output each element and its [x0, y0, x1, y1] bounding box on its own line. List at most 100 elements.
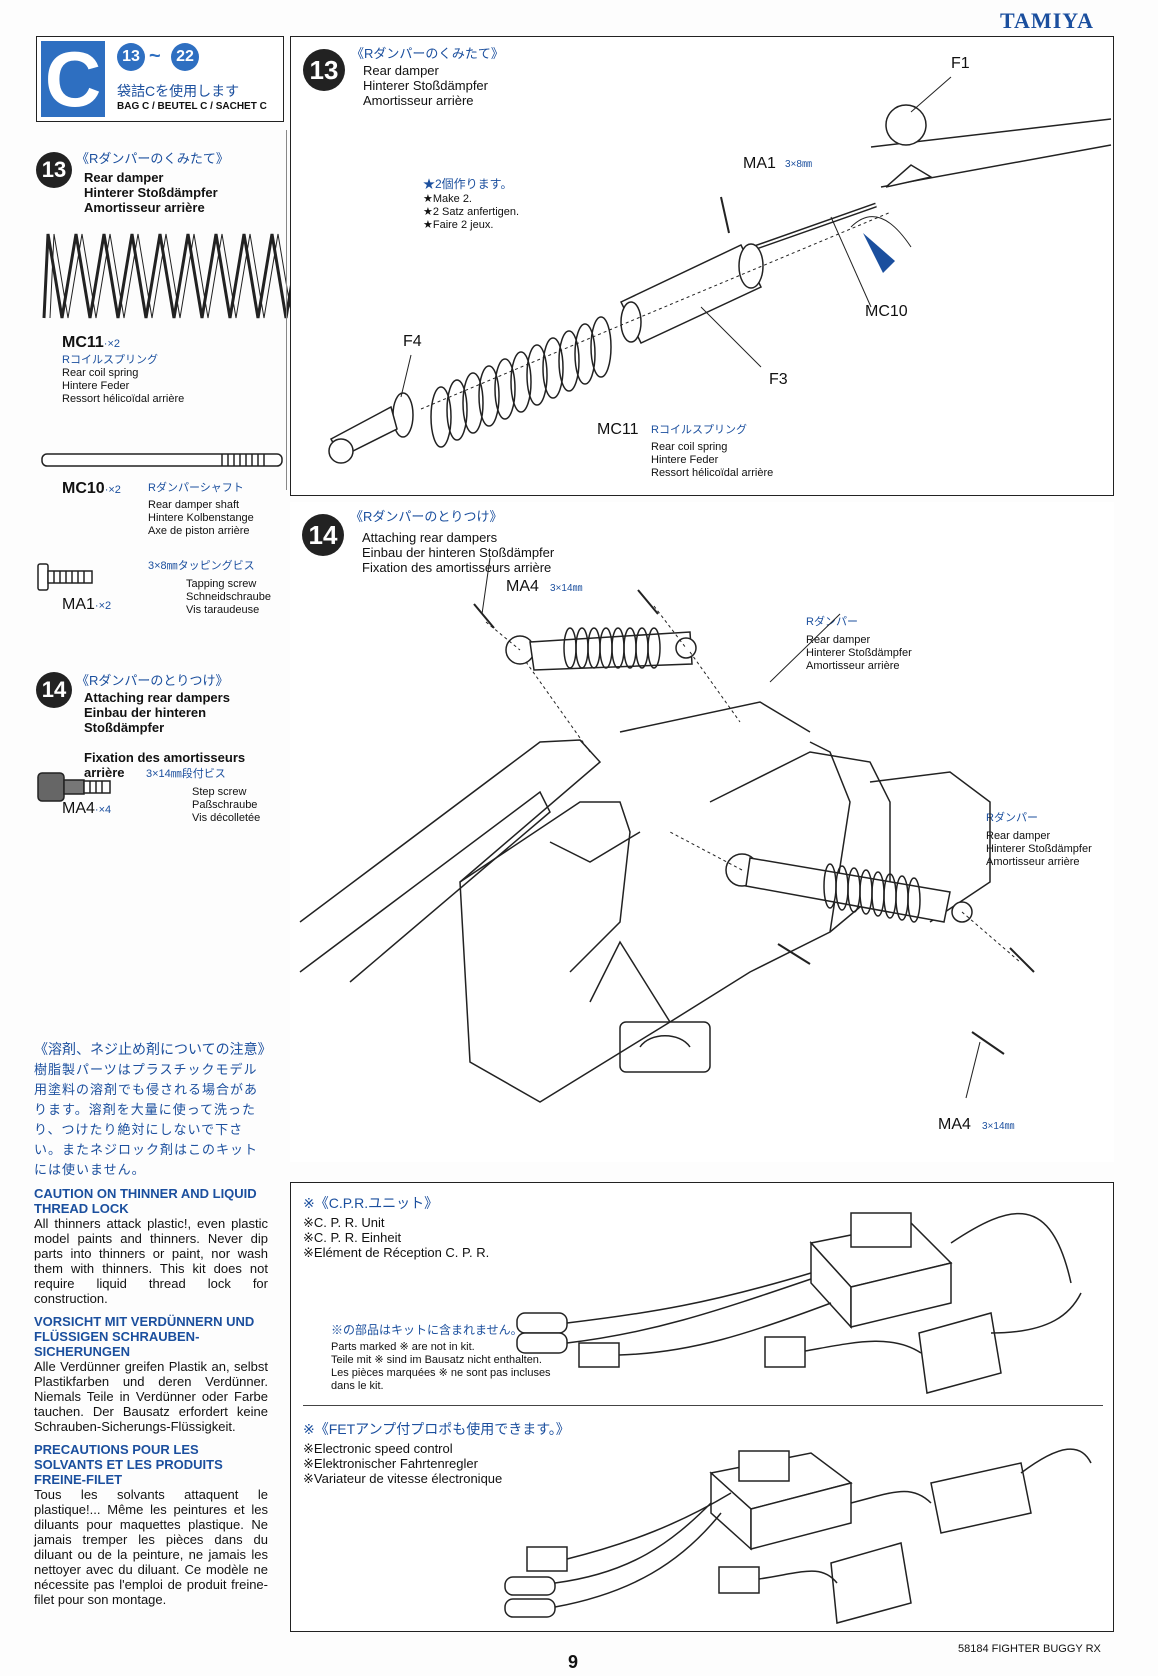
- sidebar-mc10-desc: Rダンパーシャフト Rear damper shaft Hintere Kolb…: [148, 482, 254, 538]
- sidebar-step13-en: Rear damper: [84, 170, 164, 185]
- step13-label-f4: F4: [403, 333, 422, 350]
- mc10-qty: ·×2: [104, 484, 121, 496]
- bag-label: BAG C / BEUTEL C / SACHET C: [117, 101, 267, 112]
- step14-fr: Fixation des amortisseurs arrière: [362, 560, 552, 575]
- step14-damper-en-right: Rear damper: [986, 830, 1051, 842]
- sidebar-divider: [286, 130, 287, 490]
- caution-block: 《溶剤、ネジ止め剤についての注意》 樹脂製パーツはプラスチックモデル用塗料の溶剤…: [34, 1040, 272, 1607]
- sidebar-mc11: MC11·×2 Rコイルスプリング Rear coil spring Hinte…: [62, 334, 184, 406]
- fet-fr: ※Variateur de vitesse électronique: [303, 1471, 503, 1486]
- step13-mc11-en: Rear coil spring: [651, 441, 728, 453]
- sidebar-mc10: MC10·×2: [62, 480, 121, 498]
- ma1-en: Tapping screw: [186, 578, 257, 590]
- step13-label-mc10: MC10: [865, 303, 908, 320]
- mc10-en: Rear damper shaft: [148, 499, 240, 511]
- ma4-fr: Vis décolletée: [192, 812, 261, 824]
- step14-jp: 《Rダンパーのとりつけ》: [350, 509, 503, 524]
- step13-mc11-fr: Ressort hélicoïdal arrière: [651, 467, 774, 479]
- step13-note-en: ★Make 2.: [423, 193, 472, 205]
- brand-logo: TAMIYA: [1000, 8, 1095, 33]
- step14-damper-jp-right: Rダンパー: [986, 812, 1038, 824]
- step13-fr: Amortisseur arrière: [363, 93, 474, 108]
- step14-damper-en-top: Rear damper: [806, 634, 871, 646]
- caution-de-body: Alle Verdünner greifen Plastik an, selbs…: [34, 1359, 268, 1434]
- step14-ma4-size-top: 3×14㎜: [550, 583, 583, 594]
- cpr-note-en: Parts marked ※ are not in kit.: [331, 1341, 475, 1353]
- mc11-fr: Ressort hélicoïdal arrière: [62, 393, 185, 405]
- step13-mc11-de: Hintere Feder: [651, 454, 719, 466]
- step13-damper-assembly-drawing: [328, 76, 1112, 464]
- step13-panel: 13 《Rダンパーのくみたて》 Rear damper Hinterer Sto…: [290, 36, 1114, 496]
- step13-label-ma1-size: 3×8㎜: [785, 159, 812, 170]
- bag-step-from: 13: [117, 43, 145, 71]
- bag-letter: C: [41, 40, 105, 118]
- step14-ma4-bottom: MA4: [938, 1116, 971, 1133]
- sidebar-ma1-desc2: Tapping screw Schneidschraube Vis taraud…: [186, 578, 271, 617]
- bag-step-to: 22: [171, 43, 199, 71]
- caution-jp-title: 《溶剤、ネジ止め剤についての注意》: [34, 1041, 272, 1057]
- fet-en: ※Electronic speed control: [303, 1441, 453, 1456]
- sidebar-ma1: MA1·×2: [62, 596, 111, 614]
- page-number: 9: [568, 1652, 579, 1672]
- step-screw-illustration: [37, 772, 111, 802]
- step14-ma4-size-bottom: 3×14㎜: [982, 1121, 1015, 1132]
- mc11-jp: Rコイルスプリング: [62, 354, 158, 366]
- bag-step-sep: ~: [149, 45, 161, 67]
- mc10-de: Hintere Kolbenstange: [148, 512, 254, 524]
- sidebar-ma1-desc: 3×8㎜タッピングビス: [148, 560, 255, 573]
- fet-de: ※Elektronischer Fahrtenregler: [303, 1456, 478, 1471]
- ma4-qty: ·×4: [94, 804, 112, 816]
- caution-fr-body: Tous les solvants attaquent le plastique…: [34, 1487, 268, 1607]
- step14-panel: 14 《Rダンパーのとりつけ》 Attaching rear dampers E…: [290, 502, 1114, 1162]
- sidebar-ma4: MA4·×4: [62, 800, 111, 818]
- sidebar-step14-jp: 《Rダンパーのとりつけ》: [76, 673, 229, 688]
- step13-label-f3: F3: [769, 371, 788, 388]
- ma1-code: MA1: [62, 596, 95, 613]
- footer-model: 58184 FIGHTER BUGGY RX: [958, 1643, 1101, 1655]
- ma1-jp: 3×8㎜タッピングビス: [148, 560, 255, 572]
- cpr-note-fr: Les pièces marquées ※ ne sont pas inclus…: [331, 1367, 551, 1392]
- damper-shaft-illustration: [41, 453, 283, 467]
- sidebar-step13-num: 13: [36, 152, 72, 188]
- sidebar-step14-en: Attaching rear dampers: [84, 690, 230, 705]
- cpr-de: ※C. P. R. Einheit: [303, 1230, 402, 1245]
- cpr-note-jp: ※の部品はキットに含まれません。: [331, 1323, 523, 1337]
- ma4-en: Step screw: [192, 786, 247, 798]
- caution-de-title: VORSICHT MIT VERDÜNNERN UND FLÜSSIGEN SC…: [34, 1314, 255, 1359]
- caution-en-body: All thinners attack plastic!, even plast…: [34, 1216, 268, 1306]
- step13-jp: 《Rダンパーのくみたて》: [351, 46, 504, 61]
- caution-en-title: CAUTION ON THINNER AND LIQUID THREAD LOC…: [34, 1186, 257, 1216]
- step13-label-f1: F1: [951, 55, 970, 72]
- ma4-de: Paßschraube: [192, 799, 258, 811]
- step14-num: 14: [302, 514, 344, 556]
- step13-note-de: ★2 Satz anfertigen.: [423, 206, 520, 218]
- step13-label-mc11: MC11: [597, 421, 639, 438]
- caution-fr-title: PRECAUTIONS POUR LES SOLVANTS ET LES PRO…: [34, 1442, 223, 1487]
- ma1-fr: Vis taraudeuse: [186, 604, 260, 616]
- step14-damper-de-top: Hinterer Stoßdämpfer: [806, 647, 912, 659]
- cpr-title-jp: ※《C.P.R.ユニット》: [303, 1195, 439, 1211]
- mc11-qty: ·×2: [103, 338, 121, 350]
- step14-chassis-drawing: [299, 557, 1035, 1103]
- step14-damper-fr-right: Amortisseur arrière: [986, 856, 1080, 868]
- step13-note-fr: ★Faire 2 jeux.: [423, 219, 494, 231]
- mc10-jp: Rダンパーシャフト: [148, 482, 244, 494]
- step13-num: 13: [303, 49, 345, 91]
- ma1-de: Schneidschraube: [186, 591, 272, 603]
- bag-header: C 13 ~ 22 袋詰Cを使用します BAG C / BEUTEL C / S…: [36, 36, 284, 122]
- step14-ma4-top: MA4: [506, 578, 539, 595]
- step14-de: Einbau der hinteren Stoßdämpfer: [362, 545, 555, 560]
- mc10-fr: Axe de piston arrière: [148, 525, 250, 537]
- sidebar-ma4-desc: 3×14㎜段付ビス: [146, 768, 226, 781]
- mc11-code: MC11: [62, 334, 104, 351]
- step13-note-jp: ★2個作ります。: [423, 177, 513, 191]
- bag-jp: 袋詰Cを使用します: [117, 83, 240, 99]
- ma4-jp: 3×14㎜段付ビス: [146, 768, 226, 780]
- mc10-code: MC10: [62, 480, 105, 497]
- fet-title-jp: ※《FETアンプ付プロポも使用できます。》: [303, 1421, 570, 1437]
- mc11-en: Rear coil spring: [62, 367, 139, 379]
- caution-jp-body: 樹脂製パーツはプラスチックモデル用塗料の溶剤でも侵される場合があります。溶剤を大…: [34, 1062, 259, 1177]
- cpr-en: ※C. P. R. Unit: [303, 1215, 385, 1230]
- step14-en: Attaching rear dampers: [362, 530, 498, 545]
- electronics-drawing: [504, 1212, 1092, 1624]
